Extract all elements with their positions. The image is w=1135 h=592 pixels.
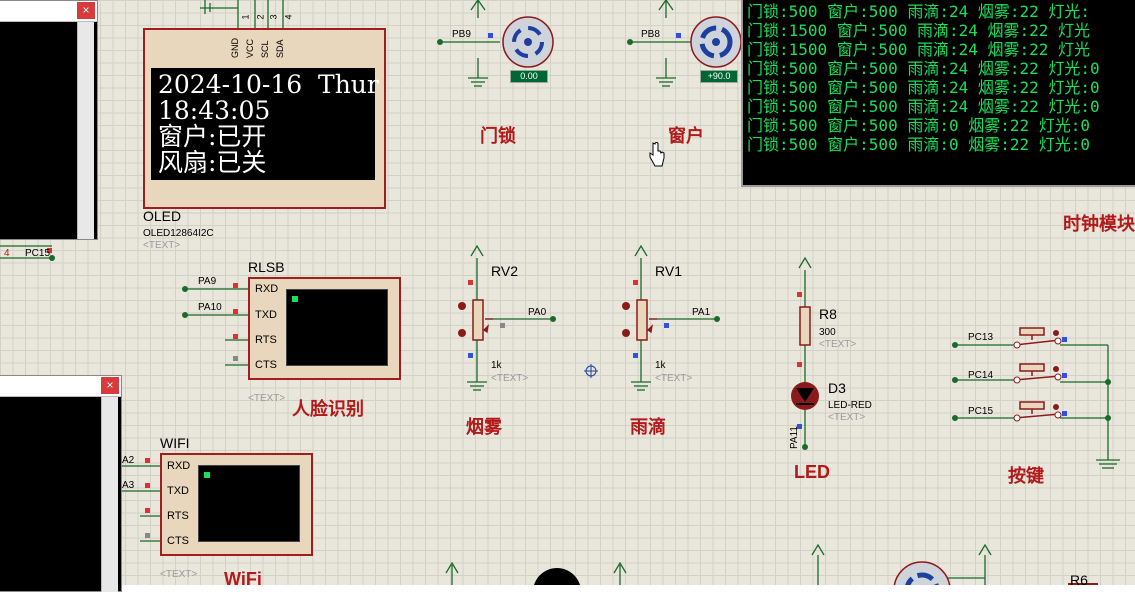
left-net-num: 4 (4, 248, 10, 259)
terminal-line: 门锁:500 窗户:500 雨滴:0 烟雾:22 灯光:0 (747, 116, 1091, 135)
left-net-pc15: PC15 (25, 248, 51, 259)
rv1-value: 1k (655, 360, 666, 371)
motor-right-net: PB8 (641, 29, 660, 40)
d3-text-placeholder: <TEXT> (828, 412, 866, 423)
wifi-title: WiFi (224, 569, 262, 589)
wifi-pin-cts: CTS (167, 535, 189, 547)
rv1-text-placeholder: <TEXT> (655, 373, 693, 384)
oled-part: OLED12864I2C (143, 228, 214, 239)
virtual-terminal[interactable]: 门锁:500 窗户:500 雨滴:24 烟雾:22 灯光: 门锁:1500 窗户… (741, 0, 1135, 187)
oled-line-date: 2024-10-16 Thur (158, 70, 379, 99)
rlsb-screen (286, 289, 388, 366)
rlsb-text-placeholder: <TEXT> (248, 393, 286, 404)
rv2-value: 1k (491, 360, 502, 371)
mouse-cursor-icon (649, 142, 665, 167)
oled-pin-num-1: 1 (240, 14, 251, 20)
motor-left-readout: 0.00 (510, 70, 548, 83)
vertical-scrollbar[interactable] (77, 22, 94, 239)
wifi-status-indicator (204, 472, 210, 478)
d3-part: LED-RED (828, 400, 872, 411)
oled-pin-vcc: VCC (245, 38, 255, 58)
terminal-line: 门锁:500 窗户:500 雨滴:24 烟雾:22 灯光: (747, 2, 1091, 21)
terminal-line: 门锁:500 窗户:500 雨滴:24 烟雾:22 灯光:0 (747, 97, 1100, 116)
d3-ref: D3 (828, 380, 846, 396)
wifi-ref: WIFI (160, 435, 190, 451)
rv1-net-pa1: PA1 (692, 307, 711, 318)
motor-left-title: 门锁 (480, 126, 516, 146)
terminal-line: 门锁:500 窗户:500 雨滴:24 烟雾:22 灯光:0 (747, 59, 1100, 78)
buttons-title: 按键 (1008, 466, 1044, 486)
oled-pin-num-4: 4 (283, 14, 294, 20)
rlsb-ref: RLSB (248, 259, 285, 275)
r8-text-placeholder: <TEXT> (819, 339, 857, 350)
oled-ref: OLED (143, 208, 182, 224)
oled-line-time: 18:43:05 (158, 96, 271, 125)
terminal-line: 门锁:500 窗户:500 雨滴:0 烟雾:22 灯光:0 (747, 135, 1091, 154)
rlsb-pin-rts: RTS (255, 334, 277, 346)
rv2-net-pa0: PA0 (528, 307, 547, 318)
oled-line-window: 窗户:已开 (158, 122, 267, 151)
close-icon[interactable]: × (101, 377, 119, 394)
oled-pin-scl: SCL (260, 40, 270, 58)
rlsb-pin-rxd: RXD (255, 283, 279, 295)
oled-text-placeholder: <TEXT> (143, 240, 181, 251)
rlsb-pin-txd: TXD (255, 309, 277, 321)
oled-line-fan: 风扇:已关 (158, 148, 267, 177)
rlsb-pin-cts: CTS (255, 359, 277, 371)
oled-pin-sda: SDA (275, 39, 285, 58)
wifi-pin-txd: TXD (167, 485, 189, 497)
oled-pin-num-3: 3 (268, 14, 279, 20)
r8-ref: R8 (819, 306, 837, 322)
led-title: LED (794, 462, 830, 482)
rv2-ref: RV2 (491, 263, 518, 279)
window-title-bar[interactable] (0, 1, 97, 22)
rlsb-net-pa10: PA10 (198, 302, 222, 313)
r8-value: 300 (819, 327, 836, 338)
motor-left-net: PB9 (452, 29, 471, 40)
motor-right-readout: +90.0 (700, 70, 738, 83)
rlsb-title: 人脸识别 (292, 399, 364, 419)
button-net-pc15: PC15 (968, 406, 994, 417)
terminal-line: 门锁:500 窗户:500 雨滴:24 烟雾:22 灯光:0 (747, 78, 1100, 97)
wifi-net-a3: A3 (122, 480, 135, 491)
vertical-scrollbar[interactable] (101, 397, 118, 592)
terminal-line: 门锁:1500 窗户:500 雨滴:24 烟雾:22 灯光 (747, 40, 1091, 59)
terminal-window-bottom-left[interactable]: × (0, 375, 122, 592)
rlsb-net-pa9: PA9 (198, 276, 217, 287)
wifi-text-placeholder: <TEXT> (160, 569, 198, 580)
button-net-pc14: PC14 (968, 370, 994, 381)
wifi-pin-rts: RTS (167, 510, 189, 522)
rv2-text-placeholder: <TEXT> (491, 373, 529, 384)
terminal-line: 门锁:1500 窗户:500 雨滴:24 烟雾:22 灯光 (747, 21, 1091, 40)
button-net-pc13: PC13 (968, 332, 994, 343)
d3-net-pa11: PA11 (788, 426, 800, 449)
oled-pin-num-2: 2 (255, 14, 266, 20)
rv1-title: 雨滴 (630, 417, 666, 437)
wifi-pin-rxd: RXD (167, 460, 191, 472)
wifi-screen (198, 465, 300, 542)
rv2-title: 烟雾 (466, 417, 502, 437)
oled-pin-gnd: GND (230, 38, 240, 58)
motor-right-title: 窗户 (668, 126, 704, 146)
wifi-net-a2: A2 (122, 455, 135, 466)
terminal-window-top-left[interactable]: × (0, 0, 98, 240)
clock-module-title: 时钟模块 (1063, 214, 1135, 234)
r6-ref: R6 (1070, 572, 1088, 588)
rv1-ref: RV1 (655, 263, 682, 279)
rlsb-status-indicator (292, 296, 298, 302)
oled-display: 2024-10-16 Thur 18:43:05 窗户:已开 风扇:已关 (151, 68, 379, 180)
close-icon[interactable]: × (77, 2, 95, 19)
window-title-bar[interactable] (0, 376, 121, 397)
